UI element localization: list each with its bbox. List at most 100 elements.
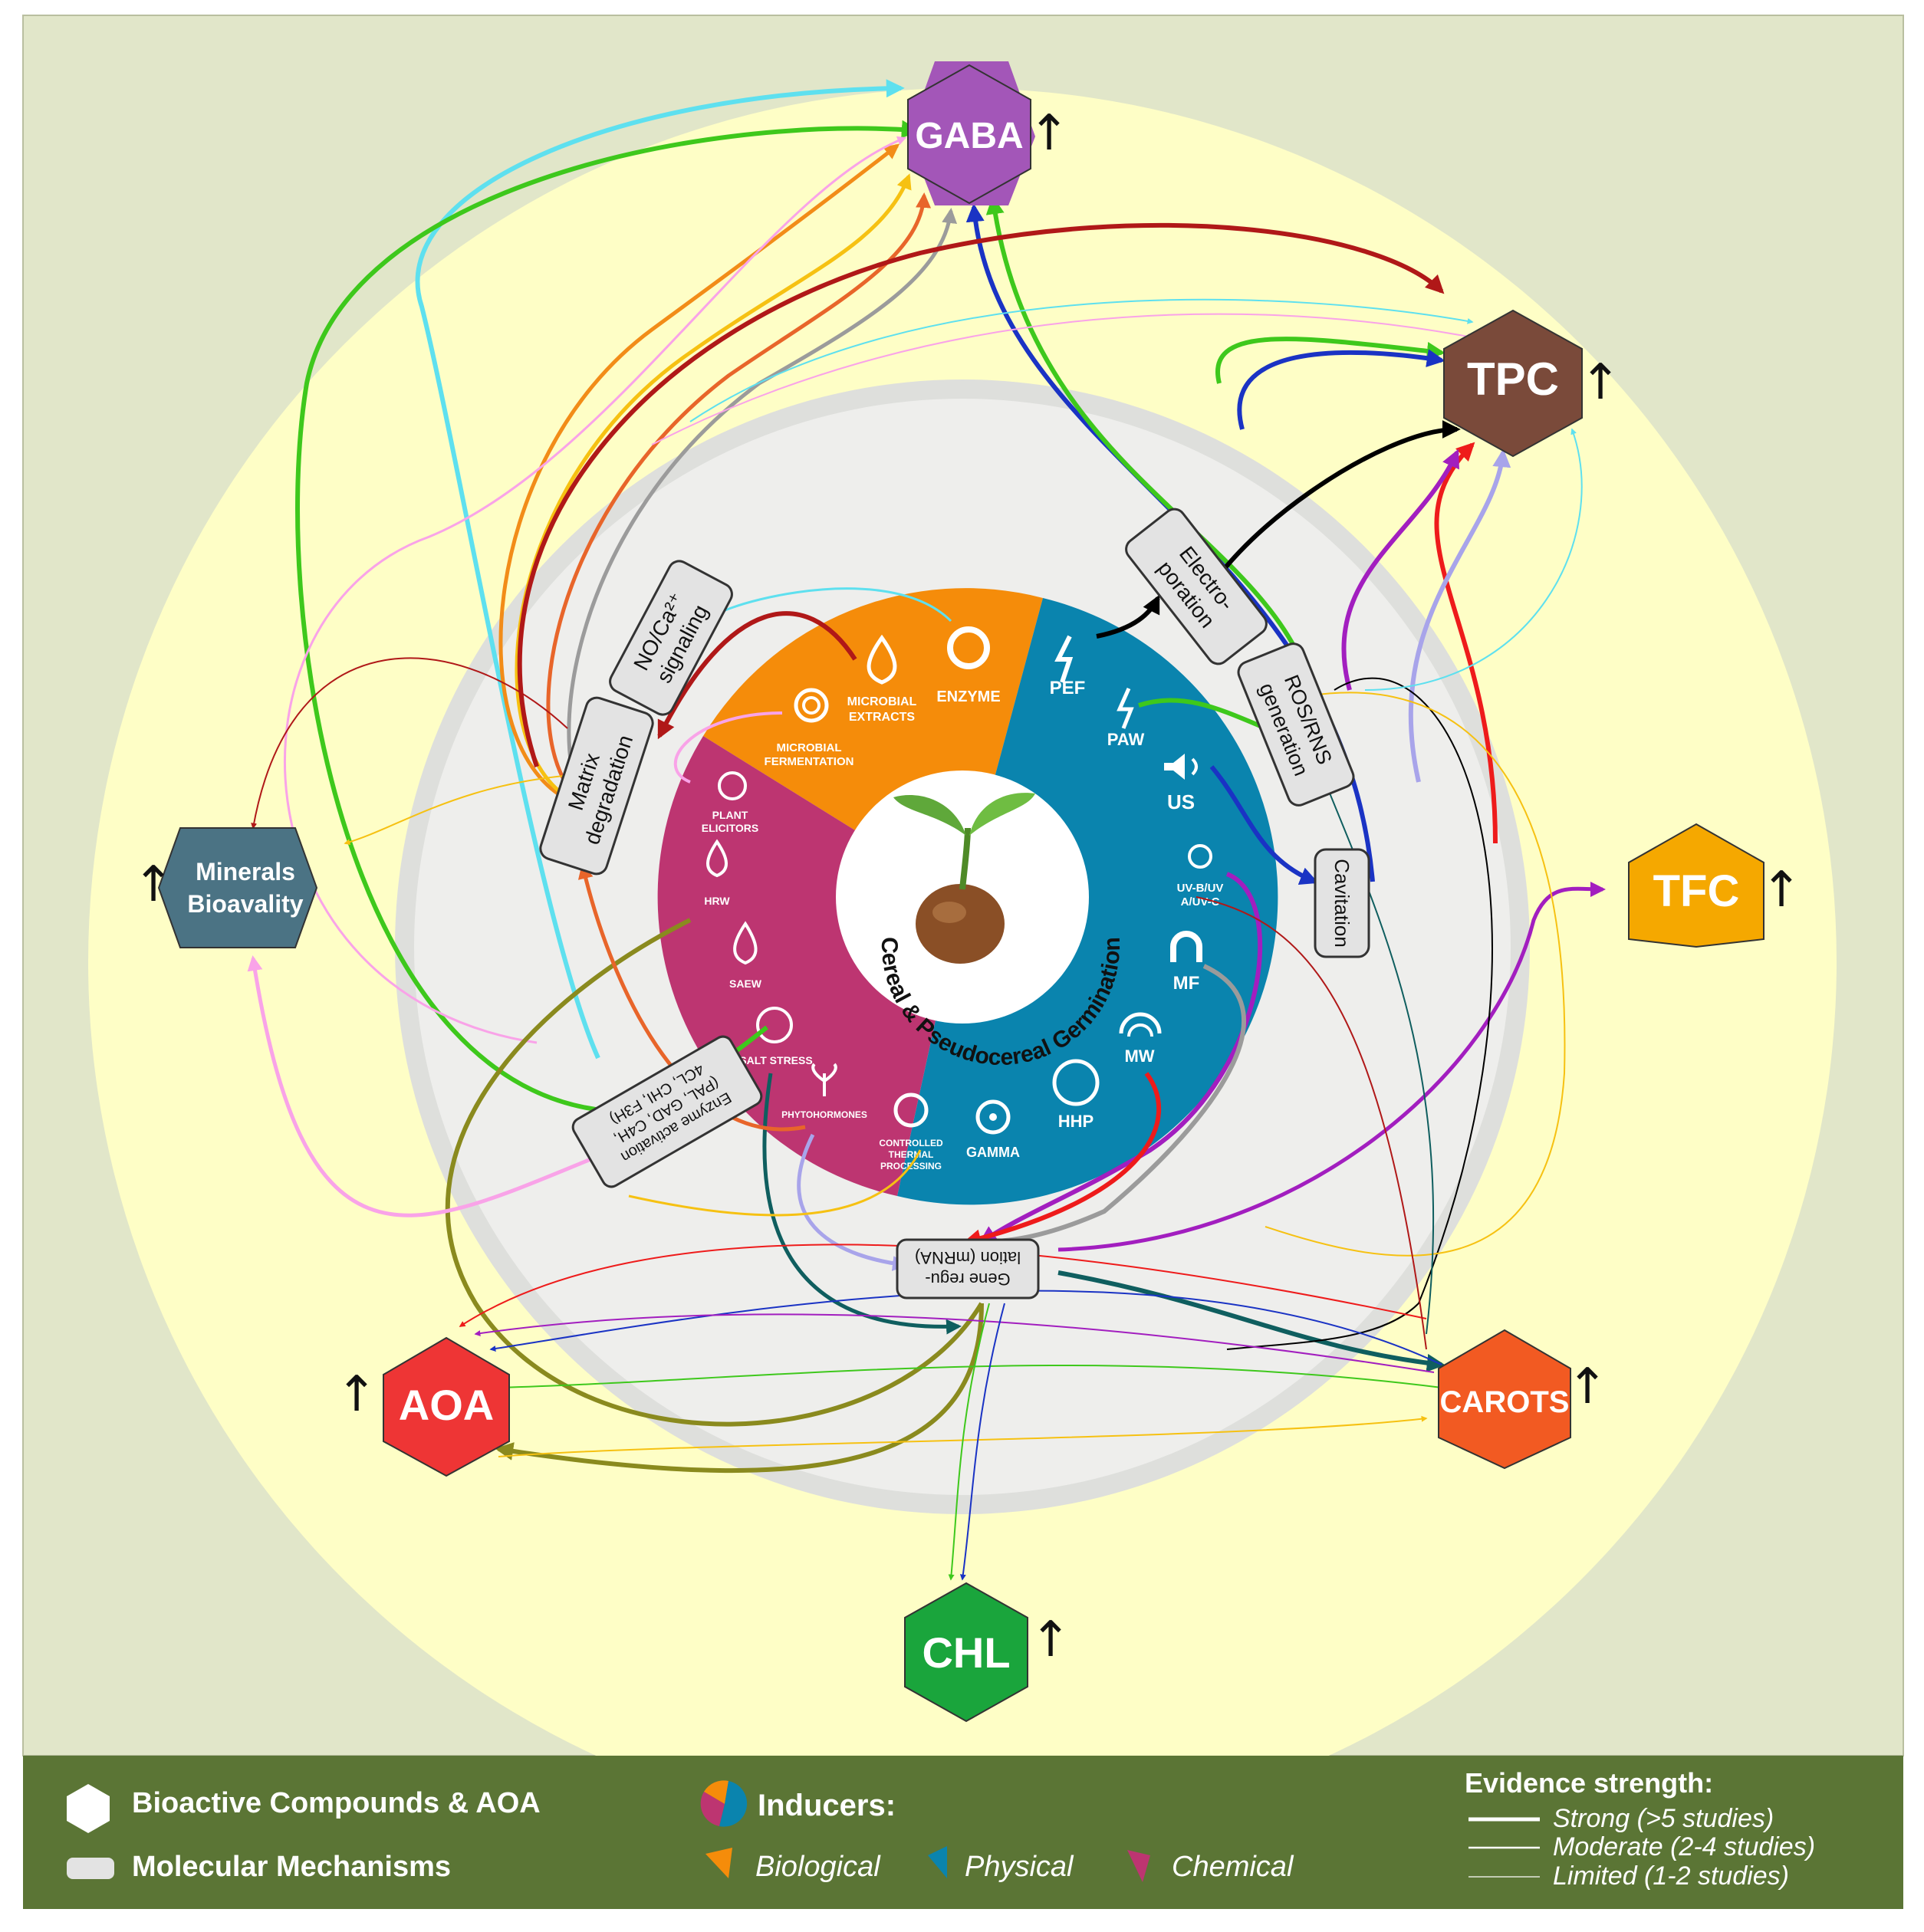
inducer-mf[interactable]: MF: [1170, 931, 1202, 994]
inducer-label: ENZYME: [936, 688, 1000, 705]
compound-label: TFC: [1653, 866, 1740, 916]
mechanism-label: lation (mRNA): [915, 1248, 1021, 1267]
increase-arrow-icon: ↑: [1030, 1612, 1071, 1668]
inducer-pie-legend-icon: [700, 1780, 748, 1827]
compound-label: Minerals: [196, 858, 295, 886]
inducer-label: A/UV-C: [1181, 895, 1220, 909]
inducer-label: MICROBIAL: [777, 741, 842, 754]
compound-label: TPC: [1467, 353, 1559, 405]
biological-legend-icon: [705, 1848, 732, 1878]
inducer-enzyme[interactable]: ENZYME: [936, 626, 1001, 705]
uv-sun-icon: [1188, 844, 1212, 869]
compound-hexagons: GABA ↑ TPC ↑ TFC ↑ CAROTS ↑ CHL ↑ AOA ↑: [133, 61, 1802, 1723]
hex-tpc[interactable]: TPC ↑: [1443, 309, 1621, 458]
mechanism-gene-regulation[interactable]: Gene regu- lation (mRNA): [896, 1238, 1040, 1300]
inducer-label: HRW: [704, 895, 730, 907]
inducer-plant-elicitors[interactable]: PLANT ELICITORS: [702, 771, 758, 834]
inducer-label: CONTROLLED: [879, 1138, 943, 1148]
legend-compounds-label: Bioactive Compounds & AOA: [132, 1787, 541, 1819]
hex-minerals[interactable]: Minerals Bioavality ↑: [133, 827, 318, 948]
legend-physical: Physical: [965, 1851, 1074, 1883]
magnet-icon: [1170, 931, 1202, 962]
inducer-label: PLANT: [712, 809, 748, 821]
salt-cube-icon: [756, 1007, 793, 1043]
radiation-icon: [975, 1099, 1011, 1135]
physical-legend-icon: [928, 1846, 947, 1878]
inducer-label: EXTRACTS: [849, 711, 916, 724]
inducer-label: ELICITORS: [702, 822, 758, 834]
pressure-icon: [1052, 1059, 1100, 1106]
mechanism-legend-icon: [67, 1858, 114, 1879]
water-drop-icon: [706, 839, 728, 878]
inducer-label: MICROBIAL: [847, 695, 917, 708]
inducer-label: PHYTOHORMONES: [781, 1109, 867, 1120]
inducer-pef[interactable]: PEF: [1050, 635, 1086, 698]
legend: Bioactive Compounds & AOA Molecular Mech…: [23, 1756, 1903, 1909]
inducer-us[interactable]: US: [1164, 754, 1198, 813]
microwave-icon: [1119, 1012, 1162, 1034]
inducer-label: SALT STRESS: [739, 1054, 812, 1066]
compound-label: CHL: [922, 1628, 1010, 1677]
inducer-label: GAMMA: [966, 1145, 1020, 1160]
hex-carots[interactable]: CAROTS ↑: [1438, 1329, 1608, 1470]
increase-arrow-icon: ↑: [1028, 105, 1070, 162]
inducer-salt-stress[interactable]: SALT STRESS: [739, 1007, 813, 1066]
speaker-icon: [1164, 754, 1185, 780]
lightning-icon: [1054, 635, 1074, 683]
increase-arrow-icon: ↑: [336, 1366, 377, 1423]
sprout-icon: [718, 771, 747, 800]
increase-arrow-icon: ↑: [1761, 862, 1802, 918]
increase-arrow-icon: ↑: [133, 856, 174, 913]
inducer-saew[interactable]: SAEW: [729, 921, 762, 990]
inducer-label: SAEW: [729, 978, 762, 990]
seed-icon: [916, 884, 1005, 964]
inducer-paw[interactable]: PAW: [1107, 687, 1145, 749]
legend-chemical: Chemical: [1172, 1851, 1294, 1883]
increase-arrow-icon: ↑: [1580, 354, 1621, 411]
legend-evidence-title: Evidence strength:: [1465, 1767, 1713, 1799]
inducer-microbial-fermentation[interactable]: MICROBIAL FERMENTATION: [765, 688, 854, 768]
inducer-microbial-extracts[interactable]: MICROBIAL EXTRACTS: [847, 634, 917, 724]
hex-aoa[interactable]: AOA ↑: [336, 1336, 510, 1477]
inducer-label: PAW: [1107, 730, 1145, 749]
hex-chl[interactable]: CHL ↑: [904, 1582, 1071, 1723]
compound-label: GABA: [915, 116, 1023, 156]
leaf-icon: [893, 795, 966, 836]
inducer-label: HHP: [1058, 1112, 1094, 1131]
gear-icon: [947, 626, 990, 669]
inducer-uv[interactable]: UV-B/UV A/UV-C: [1177, 844, 1224, 909]
electric-drop-icon: [733, 921, 758, 965]
inducer-phytohormones[interactable]: PHYTOHORMONES: [781, 1063, 867, 1120]
inducer-hhp[interactable]: HHP: [1052, 1059, 1100, 1131]
mechanism-no-ca-signaling[interactable]: NO/Ca²⁺ signaling: [607, 557, 736, 718]
inducer-label: MF: [1173, 973, 1200, 994]
inducer-mw[interactable]: MW: [1119, 1012, 1162, 1066]
leaf-icon: [969, 793, 1035, 836]
inducer-hrw[interactable]: HRW: [704, 839, 730, 907]
hexagon-legend-icon: [67, 1784, 110, 1833]
inducer-label: PEF: [1050, 678, 1086, 698]
compound-label: Bioavality: [187, 890, 303, 918]
mechanism-label: Gene regu-: [925, 1270, 1010, 1289]
drop-icon: [867, 634, 897, 685]
chemical-legend-icon: [1127, 1850, 1150, 1882]
legend-biological: Biological: [755, 1851, 881, 1883]
inducer-gamma[interactable]: GAMMA: [966, 1099, 1020, 1160]
hex-tfc[interactable]: TFC ↑: [1628, 823, 1802, 948]
spiral-icon: [794, 688, 829, 723]
inducer-label: US: [1167, 790, 1195, 813]
legend-moderate: Moderate (2-4 studies): [1553, 1832, 1815, 1861]
compound-label: CAROTS: [1440, 1385, 1570, 1419]
mechanism-cavitation[interactable]: Cavitation: [1314, 848, 1370, 958]
compound-label: AOA: [399, 1381, 494, 1429]
legend-mechanisms-label: Molecular Mechanisms: [132, 1851, 451, 1883]
plant-icon: [811, 1063, 837, 1096]
inducer-label: THERMAL: [889, 1149, 934, 1160]
hex-gaba[interactable]: GABA ↑: [907, 61, 1070, 205]
mechanism-label: Cavitation: [1330, 859, 1353, 948]
legend-limited: Limited (1-2 studies): [1553, 1861, 1789, 1891]
inducer-label: MW: [1124, 1046, 1154, 1066]
increase-arrow-icon: ↑: [1567, 1359, 1608, 1415]
thermal-gear-icon: [893, 1092, 929, 1128]
